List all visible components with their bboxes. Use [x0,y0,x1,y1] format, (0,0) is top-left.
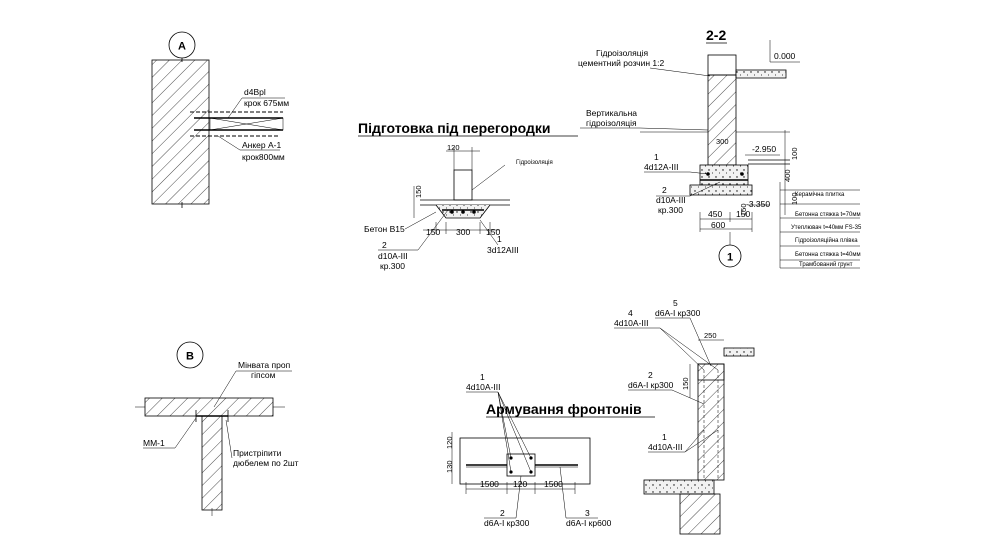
pos1-num: 1 [497,234,502,244]
dim-120: 120 [447,143,460,152]
anchor-rebar-step: крок 675мм [244,98,289,108]
s-pos2-num: 2 [662,185,667,195]
axis-mark-1: 1 [727,252,733,264]
a-pos3-num: 3 [585,508,590,518]
dim-150-b: 150 [736,209,750,219]
detail-b-mark: В [186,351,194,363]
a-pos1-rebar: 4d10A-III [466,382,501,392]
s-pos1-rebar: 4d12A-III [644,162,679,172]
gable-wall [697,363,725,481]
pos2-rebar: d10A-III [378,251,408,261]
b-note2-line2: дюбелем по 2шт [233,458,299,468]
a-pos3-rebar: d6A-I кр600 [566,518,612,528]
floor-layers-table: Керамічна плитка Бетонна стяжка t=70мм У… [779,182,862,269]
a-pos2-num: 2 [500,508,505,518]
partition-prep-detail: Підготовка під перегородки 120 150 Гідро… [358,120,578,271]
level-3350: -3.350 [746,199,770,209]
note-waterproofing-1: Гідроізоляція [596,48,648,58]
b-dim-250: 250 [704,331,717,340]
b-pos4-rebar: 4d10A-III [614,318,649,328]
b-pos1-num: 1 [662,432,667,442]
s-pos1-num: 1 [654,152,659,162]
partition-wall [453,169,473,201]
dim-150-v: 150 [414,185,423,198]
gable-wall-section [459,437,591,485]
b-note1-line1: Мінвата проп [238,360,291,370]
dim-300-s: 300 [716,137,729,146]
detail-a-wall [151,59,210,205]
gable-rebar: Армування фронтонів 120 130 1500 120 150… [445,298,755,535]
a-dim-1500-right: 1500 [544,479,563,489]
slab-section [144,397,274,417]
anchor-rebar-label: d4Bpl [244,87,266,97]
s-pos2-step: кр.300 [658,205,683,215]
a-dim-1500-left: 1500 [480,479,499,489]
dim-100-b: 100 [790,192,799,205]
gable-roof-slab [723,347,755,357]
b-pos1-rebar: 4d10A-III [648,442,683,452]
layer-6: Трамбований грунт [799,261,853,268]
dim-450: 450 [708,209,722,219]
b-pos2-num: 2 [648,370,653,380]
note-waterproofing-2: цементний розчин 1:2 [578,58,665,68]
a-pos2-rebar: d6A-I кр300 [484,518,530,528]
dim-600: 600 [711,220,725,230]
ground-floor-slab [735,69,787,79]
layer-5: Бетонна стяжка t=40мм [795,252,861,258]
level-2950: -2.950 [752,144,776,154]
detail-b-marker [176,341,204,369]
b-pos2-rebar: d6A-I кр300 [628,380,674,390]
a-pos1-num: 1 [480,372,485,382]
gable-title: Армування фронтонів [486,401,642,417]
b-pos4-num: 4 [628,308,633,318]
gable-base-slab [643,479,715,495]
dim-150-s: 150 [739,203,748,216]
layer-2: Бетонна стяжка t=70мм [795,212,861,218]
pos2-step: кр.300 [380,261,405,271]
dim-400: 400 [783,169,792,182]
anchor-step: крок800мм [242,152,285,162]
dim-150-right: 150 [486,227,500,237]
dim-100-a: 100 [790,147,799,160]
b-pos5-num: 5 [673,298,678,308]
s-pos2-rebar: d10A-III [656,195,686,205]
pos1-rebar: 3d12AIII [487,245,519,255]
dim-150-left: 150 [426,227,440,237]
detail-a: А d4Bpl крок 675мм Анкер А-1 крок800мм [151,31,289,208]
b-dim-150: 150 [681,377,690,390]
detail-b: В Мінвата проп гіпсом ММ-1 Пристріпити д… [135,341,299,516]
partition-prep-title: Підготовка під перегородки [358,120,551,136]
partition-section [201,415,223,511]
level-0000: 0.000 [774,51,796,61]
layer-4: Гідроізоляційна плівка [795,237,858,244]
a-dim-130: 130 [445,460,454,473]
note-vertical-wp-2: гідроізоляція [586,118,637,128]
pos2-num: 2 [382,240,387,250]
b-note2-line1: Пристріпити [233,448,282,458]
b-note1-line2: гіпсом [251,370,276,380]
foundation-wall [707,74,737,166]
layer-1: Керамічна плитка [795,192,845,198]
section-title: 2-2 [706,27,726,43]
note-vertical-wp-1: Вертикальна [586,108,637,118]
detail-a-mark: А [178,41,186,53]
a-dim-120: 120 [445,436,454,449]
concrete-label: Бетон В15 [364,224,405,234]
anchor-label: Анкер А-1 [242,140,281,150]
axis-marker-1 [718,244,742,268]
mm-label: ММ-1 [143,438,165,448]
waterproofing-label: Гідроізоляція [516,160,553,166]
b-pos5-rebar: d6A-I кр300 [655,308,701,318]
section-2-2: 2-2 0.000 Гідроізоляція цементний розчин… [578,27,862,269]
dim-300: 300 [456,227,470,237]
layer-3: Утеплювач t=40мм FS-35 [791,225,862,231]
